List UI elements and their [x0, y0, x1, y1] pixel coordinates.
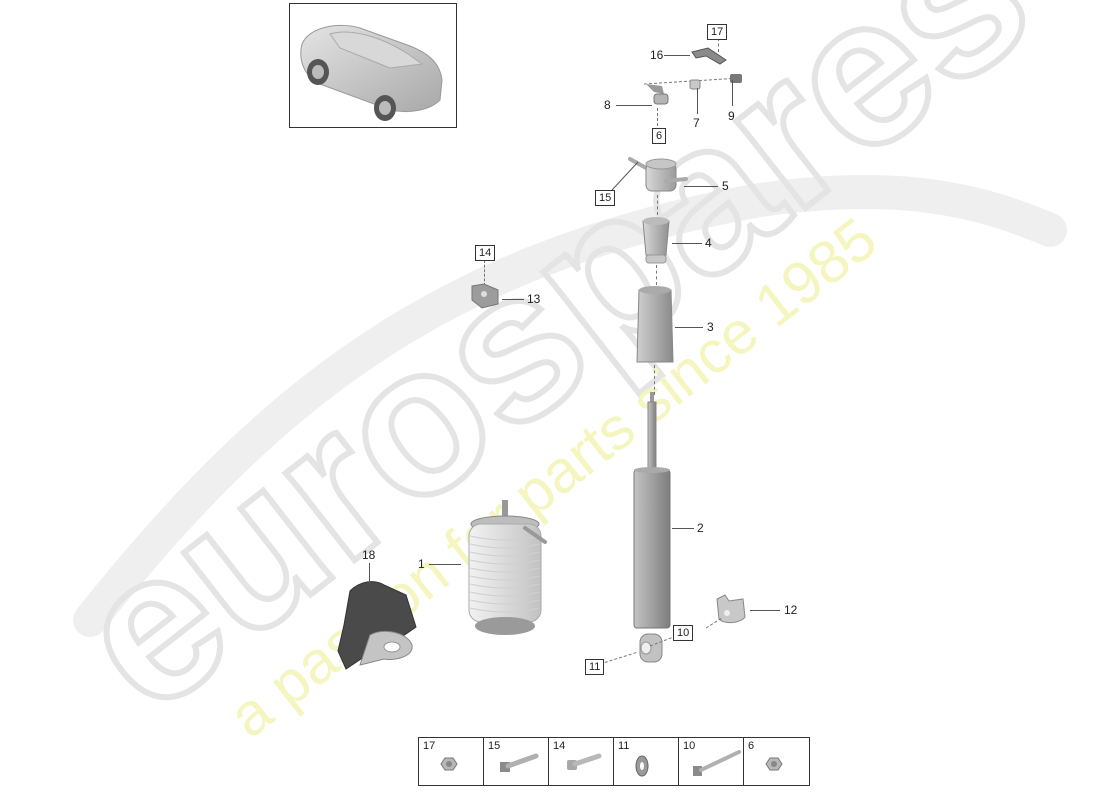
- callout-10[interactable]: 10: [673, 625, 694, 641]
- leader-line-12: [750, 610, 780, 611]
- callout-18[interactable]: 18: [362, 548, 376, 562]
- bump-stop-part-4: [642, 217, 670, 264]
- callout-12[interactable]: 12: [784, 603, 798, 617]
- part-number: 14: [553, 740, 566, 752]
- axis-line: [657, 195, 658, 215]
- leader-line-15: [611, 161, 639, 191]
- parts-cell-11[interactable]: 11: [614, 738, 679, 785]
- leader-line-3: [675, 327, 703, 328]
- washer-icon: [635, 755, 649, 777]
- part-number: 6: [748, 740, 755, 752]
- leader-line-5: [684, 186, 718, 187]
- part-number: 17: [423, 740, 436, 752]
- vehicle-icon: [300, 24, 443, 121]
- leader-line-7: [697, 88, 698, 114]
- callout-16[interactable]: 16: [650, 48, 664, 62]
- parts-cell-6[interactable]: 6: [744, 738, 809, 785]
- axis-line: [657, 108, 658, 136]
- hex-nut-icon: [440, 757, 458, 771]
- dust-boot-part-3: [636, 286, 674, 363]
- leader-line-2: [672, 528, 694, 529]
- callout-1[interactable]: 1: [418, 557, 425, 571]
- shock-absorber-part-2: [633, 392, 671, 663]
- bracket-part-13: [471, 283, 499, 309]
- part-number: 10: [683, 740, 696, 752]
- part-number: 11: [618, 740, 630, 752]
- bracket-part-18: [337, 581, 417, 670]
- callout-5[interactable]: 5: [722, 179, 729, 193]
- axis-line: [656, 265, 657, 285]
- bolt-icon: [567, 753, 602, 770]
- callout-9[interactable]: 9: [728, 109, 735, 123]
- callout-4[interactable]: 4: [705, 236, 712, 250]
- parts-cell-14[interactable]: 14: [549, 738, 614, 785]
- parts-cell-17[interactable]: 17: [419, 738, 484, 785]
- callout-17[interactable]: 17: [707, 24, 728, 40]
- callout-3[interactable]: 3: [707, 320, 714, 334]
- callout-6[interactable]: 6: [652, 128, 667, 144]
- bracket-part-16: [691, 47, 727, 65]
- leader-line-13: [502, 299, 524, 300]
- long-bolt-icon: [693, 750, 741, 776]
- callout-7[interactable]: 7: [693, 116, 700, 130]
- leader-line-4: [672, 243, 702, 244]
- callout-8[interactable]: 8: [604, 98, 611, 112]
- parts-cell-10[interactable]: 10: [679, 738, 744, 785]
- flange-bolt-icon: [500, 753, 539, 772]
- vehicle-thumbnail: [289, 3, 457, 128]
- part-number: 15: [488, 740, 501, 752]
- leader-line-1: [429, 564, 461, 565]
- callout-11[interactable]: 11: [585, 659, 605, 675]
- callout-14[interactable]: 14: [475, 245, 496, 261]
- watermark-tagline: a passion for parts since 1985: [217, 205, 889, 751]
- top-mount-part-5: [628, 157, 688, 192]
- leader-line-18: [369, 563, 370, 583]
- fastener-axis-lines: [599, 617, 723, 665]
- leader-line-16: [664, 55, 690, 56]
- air-spring-part-1: [468, 500, 547, 635]
- bushing-part-12: [716, 594, 746, 624]
- hex-nut-icon: [765, 757, 783, 771]
- fastener-parts-table: 17 15 14 11 10 6: [418, 737, 810, 786]
- axis-line: [654, 365, 655, 395]
- axis-line: [484, 260, 485, 286]
- parts-cell-15[interactable]: 15: [484, 738, 549, 785]
- leader-line-8: [616, 105, 652, 106]
- callout-13[interactable]: 13: [527, 292, 541, 306]
- leader-line-9: [732, 80, 733, 106]
- callout-15[interactable]: 15: [595, 190, 616, 206]
- connector-parts-7-8-9: [643, 74, 742, 105]
- callout-2[interactable]: 2: [697, 521, 704, 535]
- axis-line: [718, 38, 719, 52]
